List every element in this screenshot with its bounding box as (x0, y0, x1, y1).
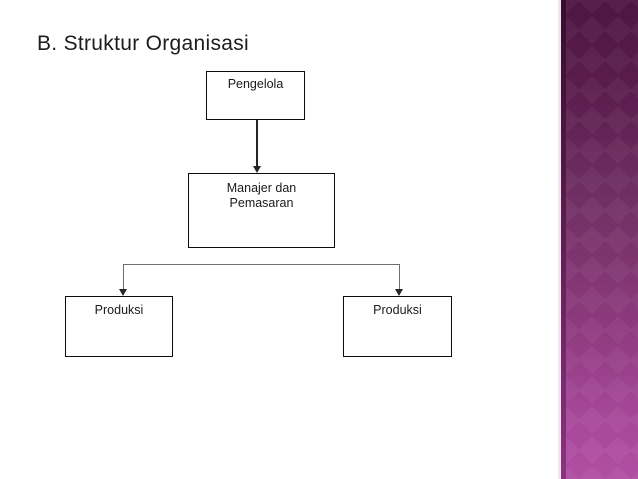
org-node-manajer-pemasaran: Manajer dan Pemasaran (188, 173, 335, 248)
org-node-produksi-left-label: Produksi (94, 303, 144, 317)
page-title: B. Struktur Organisasi (37, 32, 250, 55)
stripe-light-edge (558, 0, 561, 479)
connector-elbow-left-drop (122, 263, 124, 290)
org-node-produksi-right: Produksi (343, 296, 452, 357)
org-node-manajer-label-line2: Pemasaran (229, 196, 294, 210)
decorative-stripe (558, 0, 638, 479)
connector-elbow-right-drop (398, 263, 400, 290)
org-node-produksi-left: Produksi (65, 296, 173, 357)
arrowhead-down-icon (395, 289, 403, 296)
org-node-pengelola: Pengelola (206, 71, 305, 120)
org-node-manajer-label-line1: Manajer dan (226, 181, 297, 195)
arrowhead-down-icon (119, 289, 127, 296)
stripe-dark-edge (561, 0, 566, 479)
org-node-pengelola-label: Pengelola (227, 77, 284, 91)
stripe-gradient-fill (566, 0, 638, 479)
connector-pengelola-manajer (256, 120, 258, 167)
arrowhead-down-icon (253, 166, 261, 173)
connector-elbow-horizontal (122, 263, 400, 265)
org-node-produksi-right-label: Produksi (373, 303, 422, 317)
